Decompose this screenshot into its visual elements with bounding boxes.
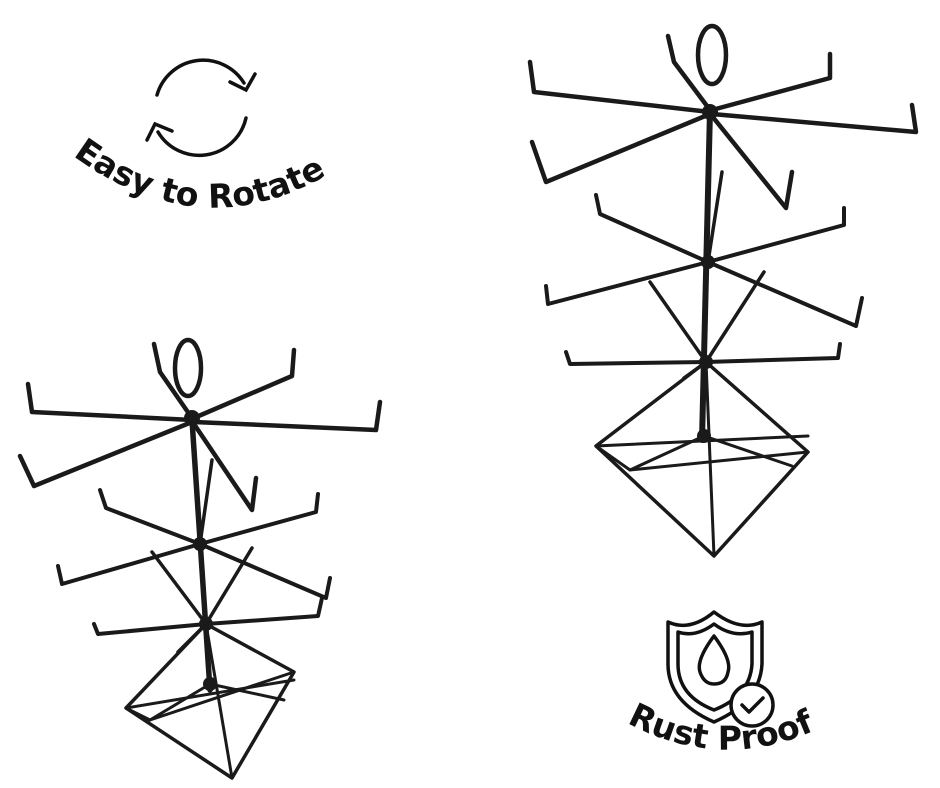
rust-proof-label: Rust Proof — [623, 695, 819, 758]
rust-proof-badge: Rust Proof — [623, 610, 819, 758]
jewelry-stand-large — [527, 23, 919, 558]
jewelry-stand-small — [17, 337, 383, 780]
shield-drop-check-icon — [666, 610, 775, 728]
rotate-arrows-icon — [145, 58, 257, 158]
rotate-badge: Easy to Rotate — [68, 58, 331, 216]
rotate-label: Easy to Rotate — [68, 130, 330, 216]
